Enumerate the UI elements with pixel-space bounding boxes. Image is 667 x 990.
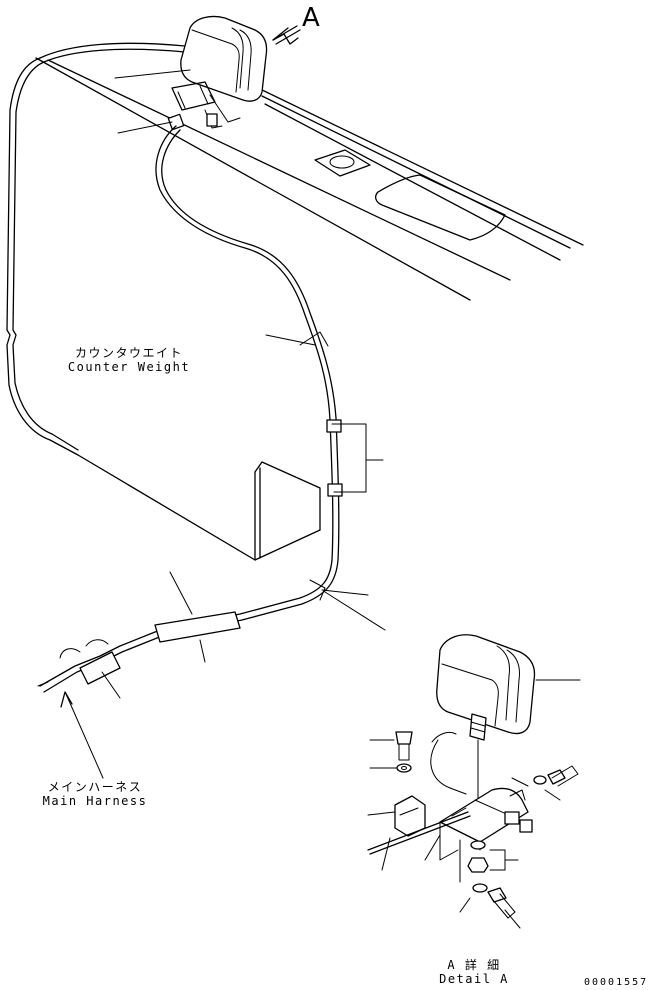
counterweight-label: カウンタウエイト Counter Weight bbox=[64, 346, 194, 374]
lamp-main-view bbox=[168, 16, 266, 129]
main-harness-label-jp: メインハーネス bbox=[47, 780, 143, 794]
detail-a-hardware bbox=[368, 732, 578, 928]
detail-a-label-en: Detail A bbox=[439, 972, 509, 986]
main-harness-label-en: Main Harness bbox=[42, 794, 148, 808]
counterweight-label-en: Counter Weight bbox=[67, 360, 191, 374]
drawing-number: 00001557 bbox=[584, 977, 649, 988]
main-harness-label: メインハーネス Main Harness bbox=[40, 780, 150, 808]
counterweight-slot bbox=[255, 462, 320, 560]
detail-a-label-jp: A 詳 細 bbox=[447, 958, 501, 972]
leader-lines bbox=[61, 70, 385, 778]
detail-a-label: A 詳 細 Detail A bbox=[436, 958, 512, 986]
view-arrow bbox=[273, 26, 300, 44]
counterweight-label-jp: カウンタウエイト bbox=[74, 346, 183, 360]
detail-a-lamp bbox=[437, 635, 580, 810]
detail-a-bracket bbox=[368, 732, 532, 860]
view-marker-label: A bbox=[302, 3, 320, 33]
harness bbox=[38, 126, 342, 692]
counterweight-outline bbox=[7, 43, 583, 560]
